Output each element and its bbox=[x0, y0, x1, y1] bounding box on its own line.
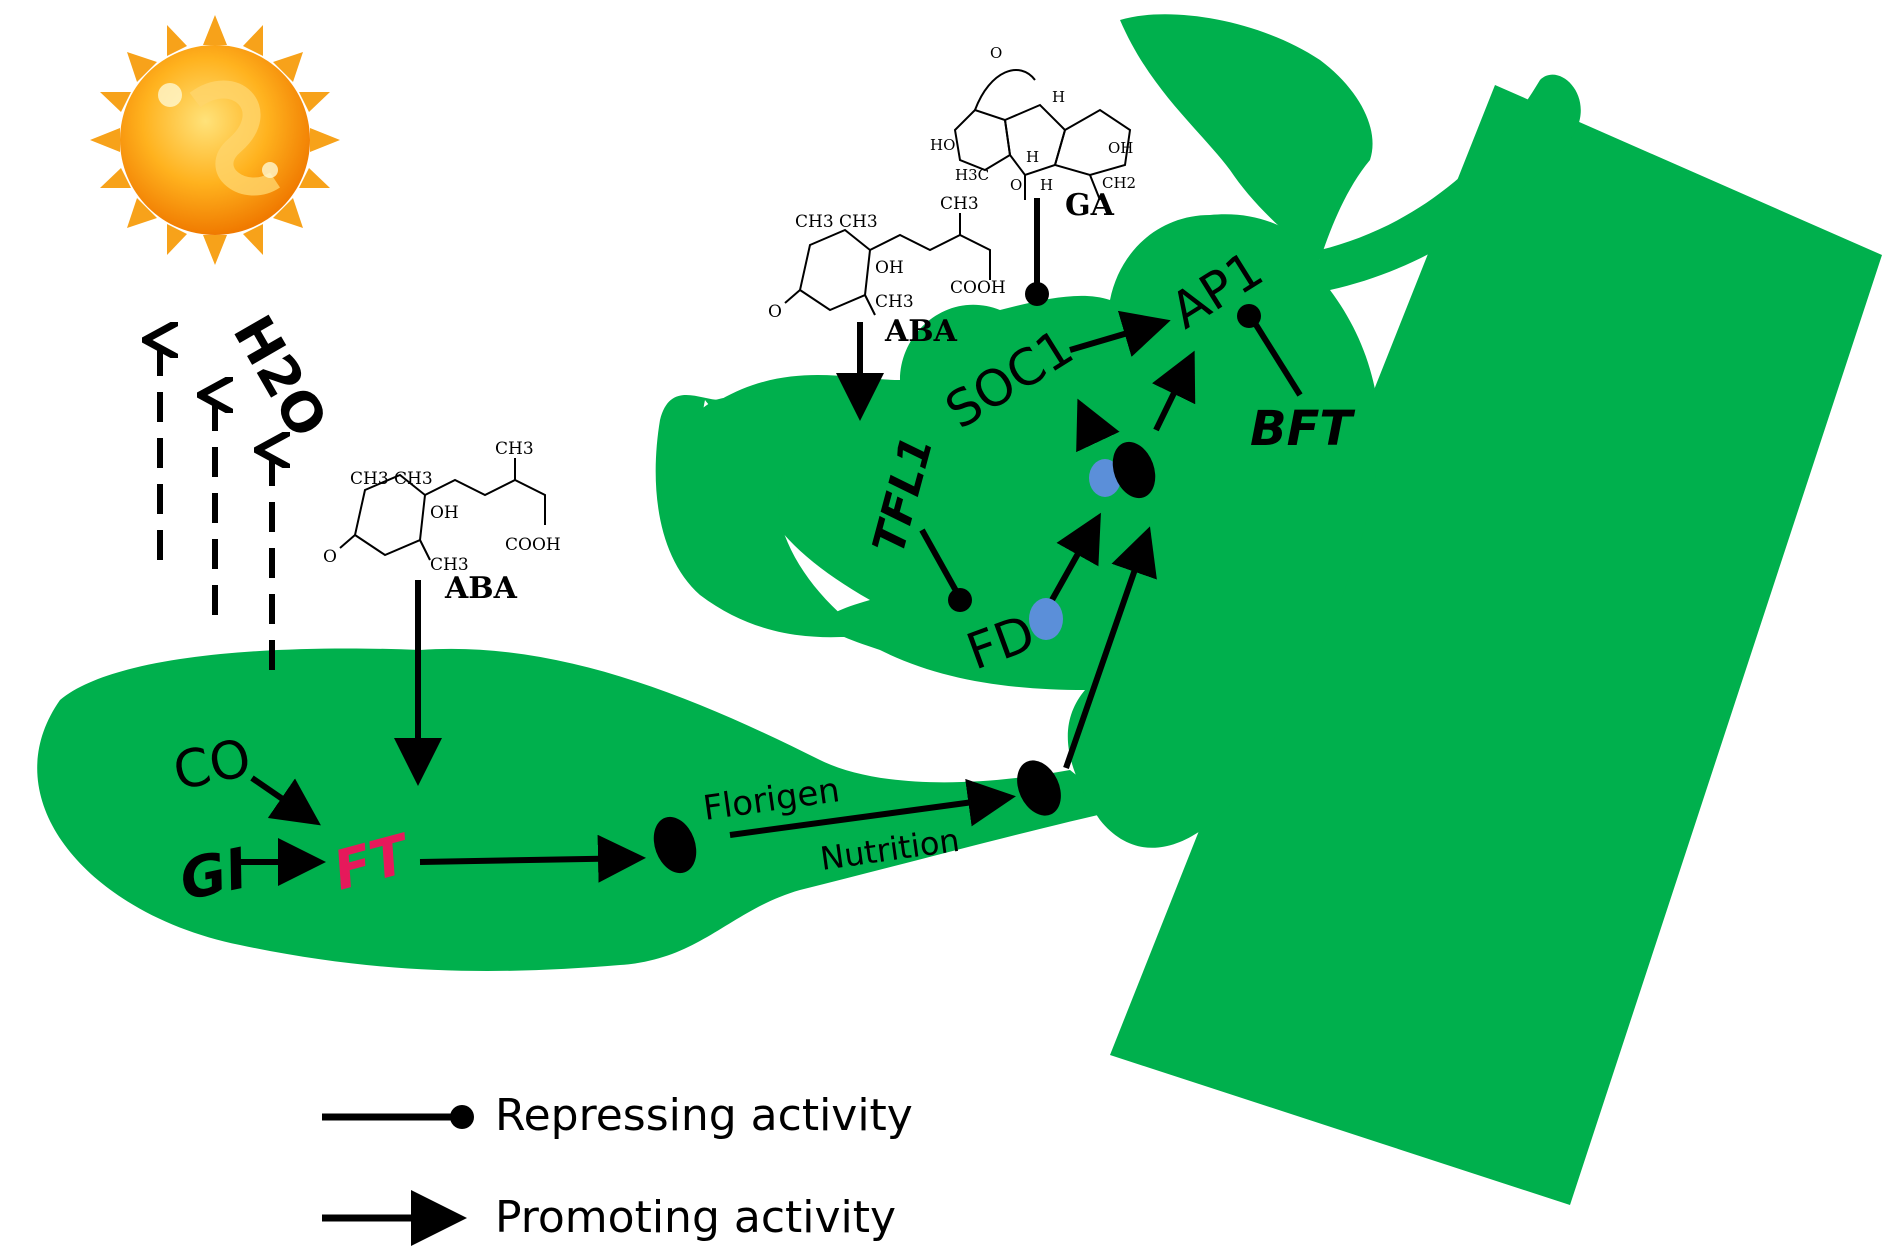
repress-cap-fd bbox=[948, 588, 972, 612]
svg-text:CH3: CH3 bbox=[495, 439, 534, 459]
repress-caps bbox=[948, 282, 1261, 612]
repress-cap-soc1 bbox=[1025, 282, 1049, 306]
svg-text:H3C: H3C bbox=[955, 166, 989, 184]
svg-text:HO: HO bbox=[930, 136, 955, 154]
ga-molecule-icon: O HO H3C H H OH CH2 O H GA bbox=[930, 44, 1136, 223]
arrow-florigen bbox=[729, 778, 1016, 838]
legend bbox=[322, 1105, 474, 1246]
promoting-arrows bbox=[240, 310, 1196, 886]
complex-blue-dot bbox=[1089, 459, 1121, 497]
label-bft: BFT bbox=[1250, 401, 1355, 457]
svg-text:O: O bbox=[768, 302, 782, 322]
arrow-complex-ap1 bbox=[1152, 350, 1196, 432]
svg-text:CH3: CH3 bbox=[940, 194, 979, 214]
svg-text:CH2: CH2 bbox=[1102, 174, 1136, 192]
sun-icon bbox=[90, 15, 340, 265]
svg-text:H: H bbox=[1026, 148, 1039, 166]
arrow-co-ft bbox=[250, 775, 321, 826]
svg-text:O: O bbox=[323, 547, 337, 567]
aba-molecule-icon: CH3 CH3 CH3 OH COOH CH3 O ABA bbox=[323, 439, 561, 606]
label-ga: GA bbox=[1065, 188, 1115, 223]
repressing-lines bbox=[919, 198, 1303, 600]
stem-ft-dot bbox=[1017, 760, 1061, 816]
svg-text:CH3: CH3 bbox=[430, 555, 469, 575]
label-h2o: H2O bbox=[221, 305, 340, 448]
repress-bft-ap1 bbox=[1250, 318, 1303, 397]
flower-lobe-top bbox=[1120, 14, 1373, 260]
protein-nodes bbox=[653, 441, 1156, 874]
svg-text:COOH: COOH bbox=[950, 278, 1006, 298]
svg-text:O: O bbox=[1010, 176, 1022, 194]
svg-text:OH: OH bbox=[875, 258, 904, 278]
leaf bbox=[37, 648, 1120, 971]
legend-repressing-cap bbox=[450, 1105, 474, 1129]
arrow-fd-complex bbox=[1049, 512, 1101, 602]
label-aba-leaf: ABA bbox=[444, 571, 518, 606]
arrow-stem-to-ap1-dot bbox=[1063, 526, 1157, 769]
legend-promoting-label: Promoting activity bbox=[495, 1192, 897, 1243]
svg-text:H: H bbox=[1052, 88, 1065, 106]
svg-text:CH3: CH3 bbox=[875, 292, 914, 312]
complex-black-dot bbox=[1112, 441, 1156, 499]
label-aba-flower: ABA bbox=[884, 314, 958, 349]
svg-text:CH3 CH3: CH3 CH3 bbox=[795, 212, 878, 232]
legend-repressing-label: Repressing activity bbox=[495, 1090, 913, 1141]
evaporation-arrows bbox=[160, 340, 272, 670]
repress-cap-ap1 bbox=[1237, 304, 1261, 328]
svg-text:COOH: COOH bbox=[505, 535, 561, 555]
leaf-ft-dot bbox=[653, 816, 697, 874]
flower-lobe-left bbox=[661, 396, 860, 634]
svg-text:O: O bbox=[990, 44, 1002, 62]
repress-tfl1-fd bbox=[919, 528, 963, 600]
svg-text:OH: OH bbox=[1108, 139, 1133, 157]
label-gi: GI bbox=[174, 836, 253, 913]
arrow-complex-soc1 bbox=[1076, 398, 1120, 453]
aba-molecule-icon: CH3 CH3 CH3 OH COOH CH3 O ABA bbox=[768, 194, 1006, 349]
fd-blue-dot bbox=[1029, 598, 1063, 640]
svg-text:CH3 CH3: CH3 CH3 bbox=[350, 469, 433, 489]
arrow-soc1-ap1 bbox=[1069, 310, 1171, 357]
svg-text:H: H bbox=[1040, 176, 1053, 194]
stem-block bbox=[1110, 85, 1882, 1205]
arrow-ft-leaf-dot bbox=[419, 834, 646, 883]
svg-text:OH: OH bbox=[430, 503, 459, 523]
